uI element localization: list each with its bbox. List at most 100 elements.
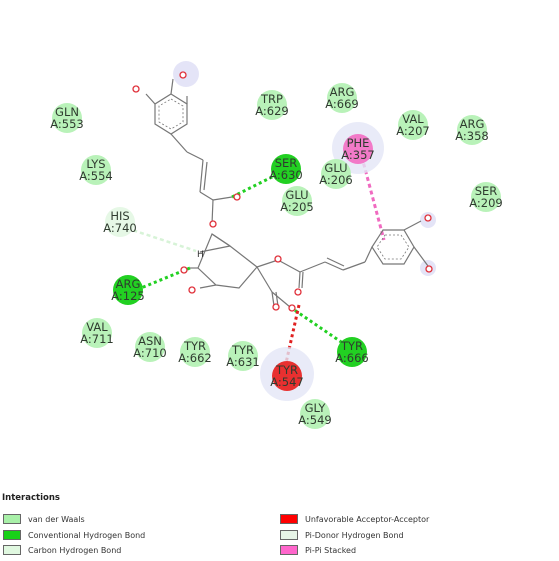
legend-label: Unfavorable Acceptor-Acceptor [305,514,430,524]
hbond-arg125 [135,266,191,292]
residue-id: A:125 [111,289,145,303]
residue-name: SER [275,156,298,170]
residue-disc [105,207,135,237]
residue-id: A:711 [80,332,114,346]
legend-item-conventional-hbond: Conventional Hydrogen Bond [3,529,145,541]
residue-id: A:630 [269,168,303,182]
residue-disc [257,90,287,120]
oxygen-atom [132,85,140,93]
residue-name: TYR [183,339,206,353]
legend-label: Pi-Pi Stacked [305,545,357,555]
residue-id: A:553 [50,117,84,131]
residue-id: A:631 [226,355,260,369]
residue-id: A:740 [103,221,137,235]
legend-swatch-vdw [3,514,21,524]
residue-id: A:547 [270,375,304,389]
oxygen-atom [233,193,241,201]
residue-disc [135,332,165,362]
residue-name: LYS [86,157,105,171]
residue-id: A:669 [325,97,359,111]
residue-name: GLU [285,188,308,202]
legend-swatch-pi-pi [280,545,298,555]
residue-id: A:629 [255,104,289,118]
ligand [145,78,429,308]
residue-name: VAL [86,320,108,334]
residue-name: GLY [305,401,327,415]
oxygen-atom [272,303,280,311]
legend-title: Interactions [2,493,60,503]
residue-disc [82,318,112,348]
atom-halos [173,61,436,401]
residue-disc [321,159,351,189]
residue-name: PHE [347,136,370,150]
legend-label: Pi-Donor Hydrogen Bond [305,530,404,540]
residue-id: A:666 [335,351,369,365]
ring-top-left [154,93,188,135]
residue-name: GLU [324,161,347,175]
legend-item-pi-pi: Pi-Pi Stacked [280,544,356,556]
oxygen-atom [425,265,433,273]
residue-disc [337,337,367,367]
residue-id: A:207 [396,124,430,138]
residue-name: GLN [55,105,79,119]
legend-item-unfavorable: Unfavorable Acceptor-Acceptor [280,513,429,525]
residue-disc [81,155,111,185]
residue-name: TYR [231,343,254,357]
legend: Interactions van der Waals Conventional … [0,490,559,561]
residue-disc [271,154,301,184]
residue-id: A:357 [341,148,375,162]
legend-item-carbon-hbond: Carbon Hydrogen Bond [3,544,121,556]
oxygen-atom [294,288,302,296]
legend-swatch-unfavorable [280,514,298,524]
legend-label: Conventional Hydrogen Bond [28,530,146,540]
residue-name: HIS [110,209,129,223]
residue-name: ASN [138,334,162,348]
residue-id: A:206 [319,173,353,187]
hbond-tyr666 [289,305,351,350]
residue-disc [457,115,487,145]
residue-name: ARG [116,277,141,291]
residue-name: TYR [340,339,363,353]
legend-label: Carbon Hydrogen Bond [28,545,122,555]
residue-id: A:209 [469,196,503,210]
oxygen-atom [424,214,432,222]
residue-disc [398,110,428,140]
oxygen-atom [180,266,188,274]
residue-disc [282,186,312,216]
legend-swatch-conventional-hbond [3,530,21,540]
residue-disc [272,361,302,391]
residue-layer: GLNA:553LYSA:554HISA:740ARGA:125VALA:711… [50,83,503,429]
legend-swatch-carbon-hbond [3,545,21,555]
residue-id: A:205 [280,200,314,214]
residue-id: A:710 [133,346,167,360]
residue-disc [52,103,82,133]
residue-disc [228,341,258,371]
legend-item-vdw: van der Waals [3,513,85,525]
legend-swatch-pi-donor-hbond [280,530,298,540]
oxygen-atom [179,71,187,79]
residue-disc [343,134,373,164]
hydrogen-label: H [197,250,204,260]
oxygen-atom [188,286,196,294]
oxygen-atom [288,304,296,312]
cyclohexane-ring [197,233,258,289]
oxygen-atom [274,255,282,263]
oxygen-atom [209,220,217,228]
